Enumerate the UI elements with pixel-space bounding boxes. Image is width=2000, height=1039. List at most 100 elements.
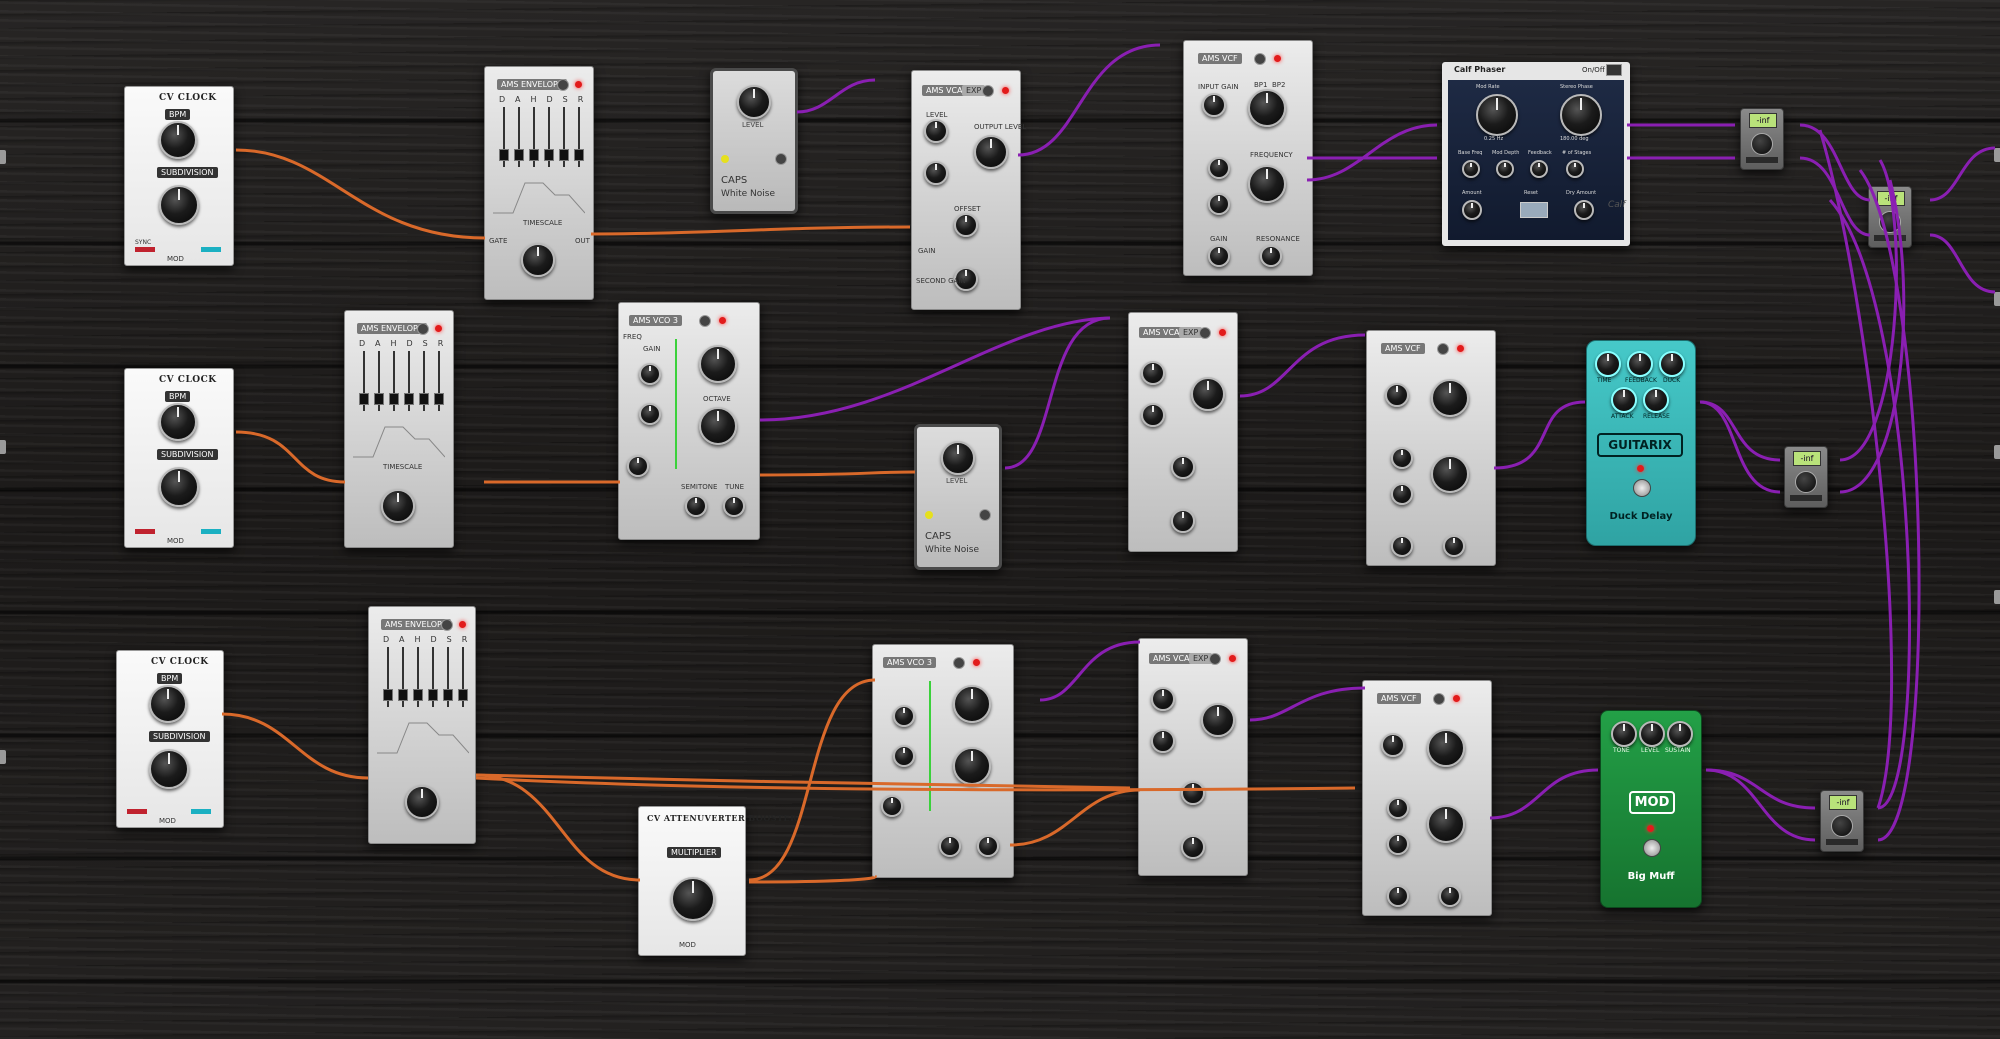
- bypass-knob[interactable]: [953, 657, 965, 669]
- gain-plugin[interactable]: -inf: [1740, 108, 1784, 170]
- timescale-knob[interactable]: [381, 489, 415, 523]
- gain-knob[interactable]: [1208, 157, 1230, 179]
- gain-2-knob[interactable]: [1208, 193, 1230, 215]
- ams-vca-module[interactable]: AMS VCA EXP: [1128, 312, 1238, 552]
- timescale-knob[interactable]: [405, 785, 439, 819]
- ams-vco-module[interactable]: AMS VCO 3: [872, 644, 1014, 878]
- bypass-knob[interactable]: [1254, 53, 1266, 65]
- ams-envelope-module[interactable]: AMS ENVELOPE DAHDSR TIMESCALE GATE OUT: [484, 66, 594, 300]
- bypass-knob[interactable]: [1199, 327, 1211, 339]
- right-edge-port[interactable]: [1994, 445, 2000, 459]
- sustain-fader[interactable]: [559, 149, 569, 161]
- bypass-switch[interactable]: [775, 153, 787, 165]
- frequency-knob[interactable]: [1431, 455, 1469, 493]
- delay-fader[interactable]: [499, 149, 509, 161]
- time-knob[interactable]: [1595, 351, 1621, 377]
- ams-vcf-module[interactable]: AMS VCF: [1366, 330, 1496, 566]
- delay-fader[interactable]: [383, 689, 393, 701]
- gain-knob[interactable]: [893, 705, 915, 727]
- gain-plugin[interactable]: -inf: [1784, 446, 1828, 508]
- level-2-knob[interactable]: [1141, 403, 1165, 427]
- gain-knob[interactable]: [1751, 133, 1773, 155]
- attack-fader[interactable]: [398, 689, 408, 701]
- gain-3-knob[interactable]: [1387, 885, 1409, 907]
- tune-knob[interactable]: [977, 835, 999, 857]
- bpm-knob[interactable]: [159, 121, 197, 159]
- caps-white-noise-module[interactable]: LEVEL CAPS White Noise: [914, 424, 1002, 570]
- hold-fader[interactable]: [529, 149, 539, 161]
- gain-2-knob[interactable]: [639, 403, 661, 425]
- release-fader[interactable]: [458, 689, 468, 701]
- gain-boost-knob[interactable]: [1181, 835, 1205, 859]
- dry-amount-knob[interactable]: [1574, 200, 1594, 220]
- bypass-knob[interactable]: [441, 619, 453, 631]
- level-knob[interactable]: [924, 119, 948, 143]
- input-gain-knob[interactable]: [1202, 93, 1226, 117]
- ams-envelope-module[interactable]: AMS ENVELOPE DAHDSR: [368, 606, 476, 844]
- release-fader[interactable]: [434, 393, 444, 405]
- stereo-phase-knob[interactable]: [1560, 94, 1602, 136]
- gain-knob[interactable]: [639, 363, 661, 385]
- gain-boost-knob[interactable]: [954, 267, 978, 291]
- resonance-knob[interactable]: [1260, 245, 1282, 267]
- mod-depth-knob[interactable]: [1496, 160, 1514, 178]
- input-gain-knob[interactable]: [1381, 733, 1405, 757]
- gain-3-knob[interactable]: [1391, 535, 1413, 557]
- tune-knob[interactable]: [723, 495, 745, 517]
- sustain-fader[interactable]: [419, 393, 429, 405]
- right-edge-port[interactable]: [1994, 292, 2000, 306]
- mode-knob[interactable]: [1431, 379, 1469, 417]
- bypass-knob[interactable]: [417, 323, 429, 335]
- ams-vcf-module[interactable]: AMS VCF: [1362, 680, 1492, 916]
- subdivision-knob[interactable]: [159, 185, 199, 225]
- feedback-knob[interactable]: [1530, 160, 1548, 178]
- subdivision-knob[interactable]: [149, 749, 189, 789]
- resonance-knob[interactable]: [1439, 885, 1461, 907]
- semitone-knob[interactable]: [685, 495, 707, 517]
- output-level-knob[interactable]: [1191, 377, 1225, 411]
- offset-knob[interactable]: [1181, 781, 1205, 805]
- level-knob[interactable]: [1639, 721, 1665, 747]
- waveform-knob[interactable]: [699, 345, 737, 383]
- waveform-knob[interactable]: [953, 685, 991, 723]
- gain-knob[interactable]: [1795, 471, 1817, 493]
- big-muff-pedal[interactable]: TONE LEVEL SUSTAIN MOD Big Muff: [1600, 710, 1702, 908]
- output-level-knob[interactable]: [1201, 703, 1235, 737]
- attack-fader[interactable]: [514, 149, 524, 161]
- amount-knob[interactable]: [1462, 200, 1482, 220]
- decay-fader[interactable]: [404, 393, 414, 405]
- mod-rate-knob[interactable]: [1476, 94, 1518, 136]
- cv-clock-module[interactable]: CV CLOCK BPM SUBDIVISION SYNC MOD: [124, 86, 234, 266]
- gain-plugin[interactable]: -inf: [1820, 790, 1864, 852]
- bypass-knob[interactable]: [1433, 693, 1445, 705]
- ams-vca-module[interactable]: AMS VCA EXP LEVEL OUTPUT LEVEL OFFSET GA…: [911, 70, 1026, 310]
- level-knob[interactable]: [1141, 361, 1165, 385]
- ams-envelope-module[interactable]: AMS ENVELOPE DAHDSR TIMESCALE: [344, 310, 454, 548]
- input-gain-knob[interactable]: [1385, 383, 1409, 407]
- left-edge-port[interactable]: [0, 150, 6, 164]
- resonance-knob[interactable]: [1443, 535, 1465, 557]
- gain-knob[interactable]: [1391, 447, 1413, 469]
- release-fader[interactable]: [574, 149, 584, 161]
- gain-2-knob[interactable]: [1387, 833, 1409, 855]
- tone-knob[interactable]: [1611, 721, 1637, 747]
- level-knob[interactable]: [1151, 687, 1175, 711]
- frequency-knob[interactable]: [1248, 165, 1286, 203]
- stages-knob[interactable]: [1566, 160, 1584, 178]
- bypass-switch[interactable]: [979, 509, 991, 521]
- footswitch[interactable]: [1633, 479, 1651, 497]
- cv-clock-module[interactable]: CV CLOCK BPM SUBDIVISION MOD: [116, 650, 224, 828]
- gain-knob[interactable]: [1387, 797, 1409, 819]
- timescale-knob[interactable]: [521, 243, 555, 277]
- multiplier-knob[interactable]: [671, 877, 715, 921]
- bypass-knob[interactable]: [1209, 653, 1221, 665]
- offset-knob[interactable]: [1171, 455, 1195, 479]
- delay-fader[interactable]: [359, 393, 369, 405]
- mode-knob[interactable]: [1427, 729, 1465, 767]
- bpm-knob[interactable]: [149, 685, 187, 723]
- semitone-knob[interactable]: [939, 835, 961, 857]
- octave-knob[interactable]: [953, 747, 991, 785]
- duck-knob[interactable]: [1659, 351, 1685, 377]
- feedback-knob[interactable]: [1627, 351, 1653, 377]
- sustain-fader[interactable]: [443, 689, 453, 701]
